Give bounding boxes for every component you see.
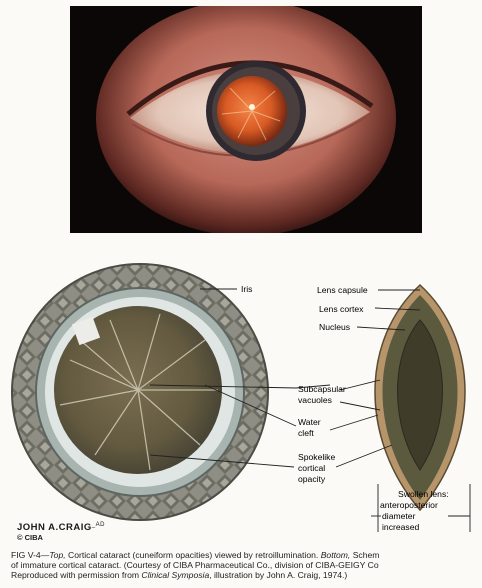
caption-line3-end: , illustration by John A. Craig, 1974.) <box>209 570 347 580</box>
caption-top-word: Top, <box>49 550 65 560</box>
label-vacuoles: vacuoles <box>298 395 332 405</box>
label-cleft: cleft <box>298 428 314 438</box>
label-swollen-lens: Swollen lens: <box>398 489 449 499</box>
caption-journal: Clinical Symposia <box>141 570 209 580</box>
caption-line-3: Reproduced with permission from Clinical… <box>11 570 479 580</box>
eye-photo-image <box>70 6 422 233</box>
label-increased: increased <box>382 522 419 532</box>
artist-name: JOHN A.CRAIG <box>17 522 92 533</box>
cataract-schematic: Iris Lens capsule Lens cortex Nucleus Su… <box>0 240 482 548</box>
figure-caption: FIG V-4—Top, Cortical cataract (cuneifor… <box>11 550 479 581</box>
label-diameter: diameter <box>382 511 416 521</box>
artist-signature: JOHN A.CRAIG_AD © CIBA <box>17 522 105 542</box>
label-cortical: cortical <box>298 463 325 473</box>
label-opacity: opacity <box>298 474 326 484</box>
caption-line-1: FIG V-4—Top, Cortical cataract (cuneifor… <box>11 550 479 560</box>
label-lens-cortex: Lens cortex <box>319 304 364 314</box>
caption-line3-start: Reproduced with permission from <box>11 570 141 580</box>
schematic-svg: Iris Lens capsule Lens cortex Nucleus Su… <box>0 240 482 548</box>
copyright-mark: © CIBA <box>17 533 105 542</box>
label-lens-capsule: Lens capsule <box>317 285 368 295</box>
caption-line1-end: Schem <box>350 550 379 560</box>
label-subcapsular: Subcapsular <box>298 384 346 394</box>
caption-line-2: of immature cortical cataract. (Courtesy… <box>11 560 479 570</box>
light-reflection <box>249 104 255 110</box>
front-view <box>12 264 268 520</box>
label-anteroposterior: anteroposterior <box>380 500 438 510</box>
artist-suffix: _AD <box>92 522 105 528</box>
label-nucleus: Nucleus <box>319 322 350 332</box>
caption-line1-rest: Cortical cataract (cuneiform opacities) … <box>66 550 321 560</box>
caption-fig-prefix: FIG V-4— <box>11 550 49 560</box>
label-spokelike: Spokelike <box>298 452 335 462</box>
label-iris: Iris <box>241 284 252 294</box>
side-view <box>375 285 465 510</box>
cataract-photo <box>70 6 422 233</box>
label-water: Water <box>298 417 321 427</box>
caption-bottom-word: Bottom, <box>321 550 351 560</box>
